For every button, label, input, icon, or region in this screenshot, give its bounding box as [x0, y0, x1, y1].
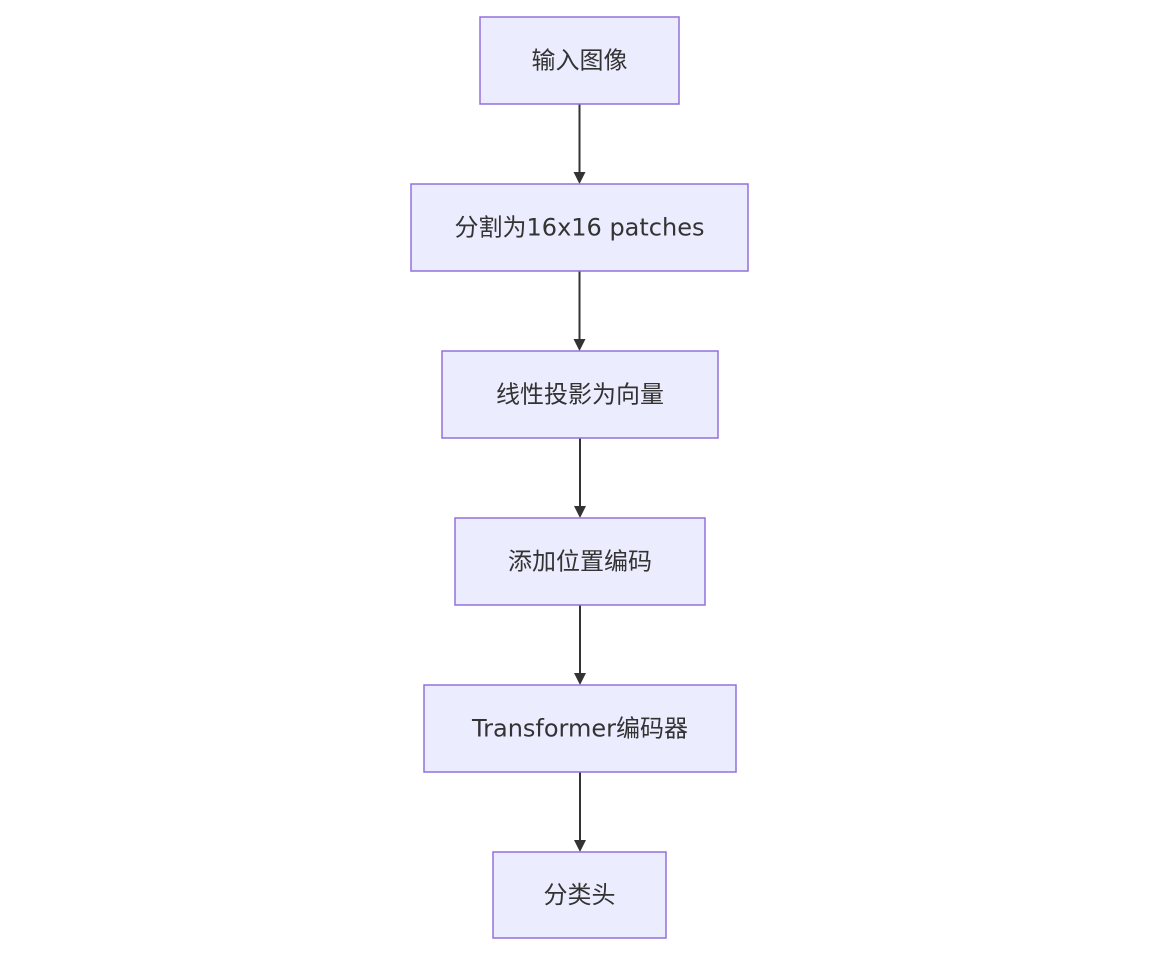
edge-input-image-to-split-patches [573, 104, 586, 184]
node-box [479, 16, 680, 105]
arrow-head-icon [573, 172, 586, 184]
node-linear-projection: 线性投影为向量 [441, 350, 719, 439]
arrow-head-icon [573, 339, 586, 351]
node-label: 分类头 [544, 881, 616, 909]
arrow-head-icon [574, 506, 586, 518]
node-box [454, 517, 706, 606]
node-box [441, 350, 719, 439]
node-label: Transformer编码器 [471, 715, 688, 743]
node-box [423, 684, 737, 773]
node-transformer-encoder: Transformer编码器 [423, 684, 737, 773]
arrow-head-icon [574, 840, 586, 852]
edges-layer [573, 104, 586, 852]
edge-transformer-encoder-to-classification-head [574, 772, 586, 852]
node-label: 分割为16x16 patches [455, 214, 705, 242]
node-box [410, 183, 749, 272]
node-label: 添加位置编码 [508, 548, 652, 576]
edge-split-patches-to-linear-projection [573, 271, 586, 351]
node-label: 输入图像 [532, 47, 628, 75]
node-classification-head: 分类头 [492, 851, 667, 939]
node-split-patches: 分割为16x16 patches [410, 183, 749, 272]
edge-linear-projection-to-position-encoding [574, 438, 586, 518]
node-position-encoding: 添加位置编码 [454, 517, 706, 606]
node-box [492, 851, 667, 939]
edge-position-encoding-to-transformer-encoder [574, 605, 586, 685]
arrow-head-icon [574, 673, 586, 685]
node-label: 线性投影为向量 [496, 381, 664, 409]
node-input-image: 输入图像 [479, 16, 680, 105]
